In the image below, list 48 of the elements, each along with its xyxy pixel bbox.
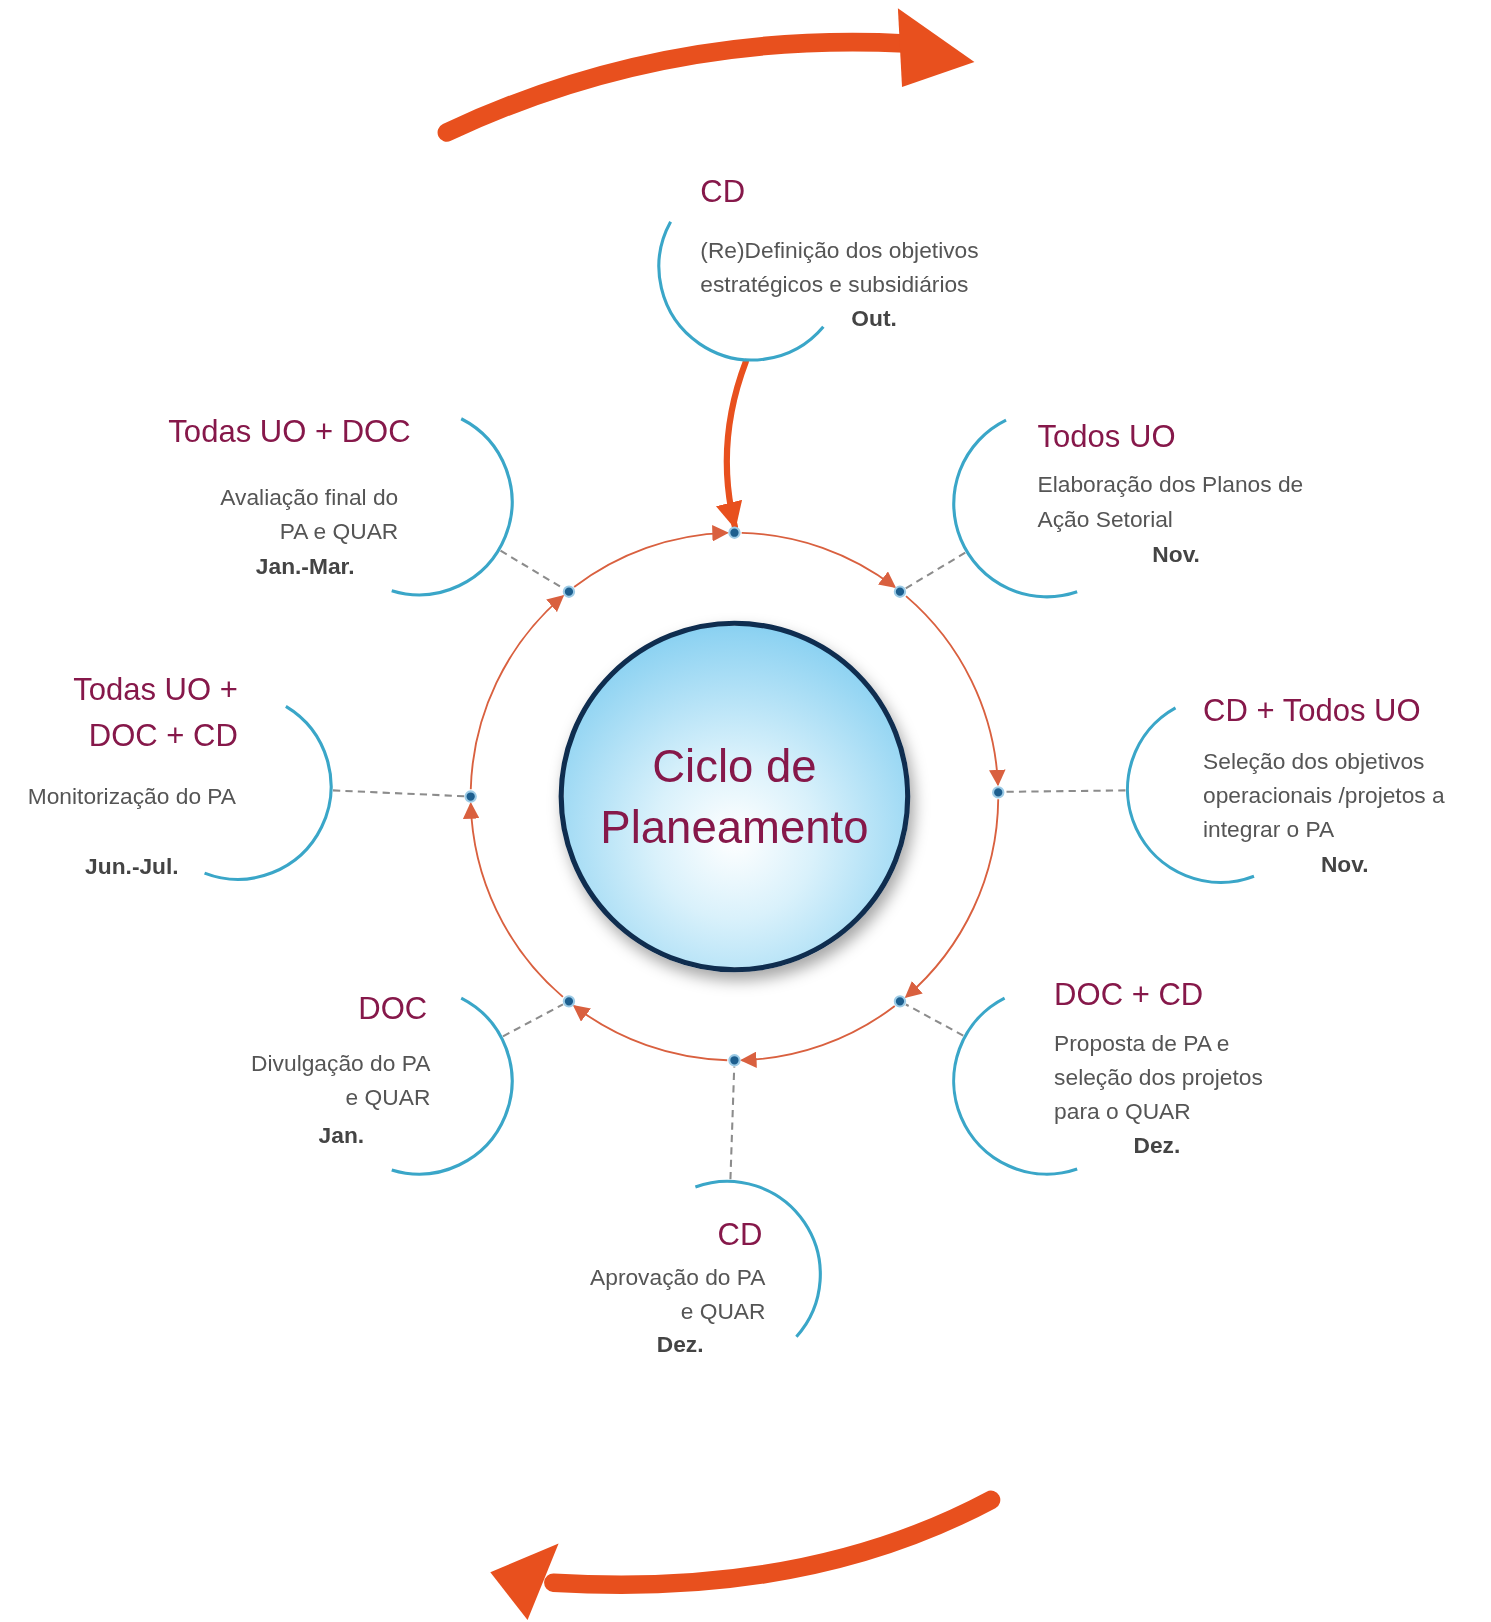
month-label: Dez.	[1132, 1131, 1181, 1161]
stage-description: Aprovação do PA e QUAR	[589, 1263, 766, 1327]
leader-line	[905, 1003, 964, 1037]
arrow	[572, 1005, 729, 1062]
connection-dot	[894, 585, 907, 598]
month-label: Out.	[850, 304, 897, 333]
month-label: Jan.	[317, 1121, 366, 1151]
connection-dot	[464, 790, 477, 803]
leader-line	[1004, 789, 1126, 793]
arrow	[905, 595, 1005, 787]
leader-line	[905, 551, 966, 590]
leader-line	[502, 1003, 564, 1038]
arrow	[904, 798, 1000, 999]
connection-dot	[992, 785, 1005, 799]
leader-line	[729, 1066, 736, 1180]
arrow	[463, 802, 564, 998]
stage-heading: Todas UO + DOC + CD	[72, 671, 238, 754]
stage-heading: CD	[700, 172, 747, 210]
stage-heading: CD + Todos UO	[1203, 692, 1422, 730]
stage-description: Proposta de PA e seleção dos projetos para o QUAR	[1054, 1029, 1264, 1127]
stage-description: Avaliação final do PA e QUAR	[219, 483, 399, 547]
arrow	[469, 595, 565, 791]
arrow	[573, 525, 729, 588]
stage-heading: CD	[716, 1216, 763, 1254]
arrow	[740, 1005, 896, 1068]
month-label: Dez.	[655, 1330, 705, 1360]
month-label: Nov.	[1319, 850, 1369, 880]
connection-dot	[562, 585, 575, 598]
stage-heading: DOC	[357, 990, 428, 1028]
month-label: Nov.	[1151, 540, 1200, 569]
stage-description: Elaboração dos Planos de Ação Setorial	[1037, 470, 1305, 534]
stage-description: (Re)Definição dos objetivos estratégicos e subsidiários	[700, 235, 980, 299]
connection-dot	[562, 995, 575, 1008]
stage-description: Seleção dos objetivos operacionais /projetos a integrar o PA	[1203, 746, 1446, 845]
arrow	[716, 358, 749, 530]
stage-heading: DOC + CD	[1054, 976, 1205, 1014]
leader-line	[332, 789, 465, 798]
stage-heading: Todas UO + DOC	[167, 412, 411, 450]
stage-heading: Todos UO	[1037, 417, 1177, 456]
connection-dot	[728, 526, 741, 539]
month-label: Jan.-Mar.	[254, 552, 356, 582]
connection-dot	[728, 1054, 741, 1067]
stage-description: Monitorização do PA	[26, 782, 238, 811]
stage-description: Divulgação do PA e QUAR	[250, 1048, 431, 1112]
month-label: Jun.-Jul.	[84, 852, 180, 882]
connection-dot	[894, 995, 907, 1008]
center-title: Ciclo de Planeamento	[599, 739, 870, 855]
arrow	[740, 531, 897, 588]
